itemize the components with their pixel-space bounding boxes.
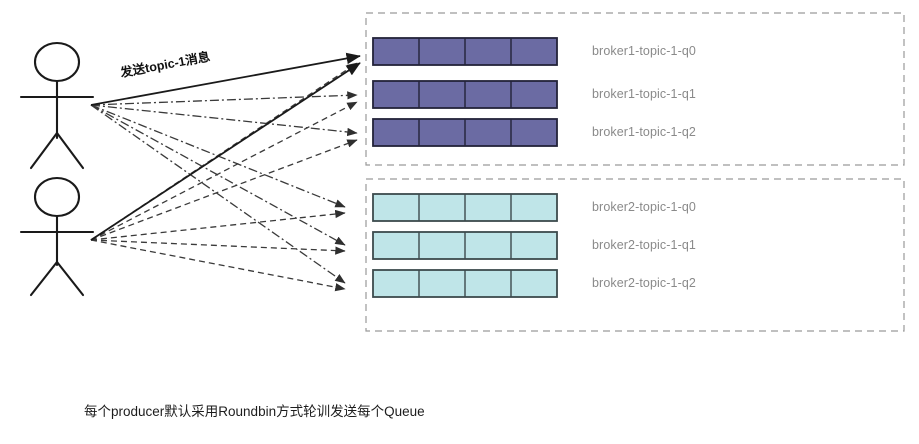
queue-label-broker2-q1: broker2-topic-1-q1: [592, 238, 696, 252]
broker1-queue-1: [372, 80, 558, 109]
queue-label-broker1-q2: broker1-topic-1-q2: [592, 125, 696, 139]
actor-head-icon: [33, 176, 81, 218]
arrow-p1-to-b1q0-labeled: [90, 52, 361, 106]
broker1-queue-0: [372, 37, 558, 66]
arrow-p1-to-b1q2: [90, 104, 358, 137]
queue-label-broker1-q1: broker1-topic-1-q1: [592, 87, 696, 101]
arrow-p2-to-b1q0-solid: [90, 62, 361, 241]
actor-head-icon: [33, 41, 81, 83]
producer-actor-1: [19, 41, 95, 170]
broker1-queue-2: [372, 118, 558, 147]
queue-label-broker2-q0: broker2-topic-1-q0: [592, 200, 696, 214]
arrow-p1-to-b1q1: [90, 91, 358, 106]
actor-leg-left: [29, 260, 59, 297]
queue-label-broker2-q2: broker2-topic-1-q2: [592, 276, 696, 290]
arrow-p2-to-b2q0: [90, 209, 346, 241]
arrow-p2-to-b2q2: [90, 239, 346, 292]
arrow-p2-to-b1q1: [90, 101, 358, 241]
broker2-container: [365, 178, 905, 332]
actor-leg-right: [55, 131, 85, 170]
queue-label-broker1-q0: broker1-topic-1-q0: [592, 44, 696, 58]
arrow-p2-to-b2q1: [90, 239, 346, 255]
actor-leg-left: [29, 131, 59, 170]
producer-actor-2: [19, 176, 95, 297]
arrow-p1-to-b2q2: [90, 104, 346, 284]
diagram-caption: 每个producer默认采用Roundbin方式轮训发送每个Queue: [84, 404, 425, 419]
arrow-p1-to-b2q1: [90, 104, 346, 246]
broker2-queue-2: [372, 269, 558, 298]
broker2-queue-0: [372, 193, 558, 222]
broker2-queue-1: [372, 231, 558, 260]
arrow-p2-to-b1q2: [90, 139, 358, 241]
actor-leg-right: [55, 260, 85, 297]
broker1-container: [365, 12, 905, 166]
